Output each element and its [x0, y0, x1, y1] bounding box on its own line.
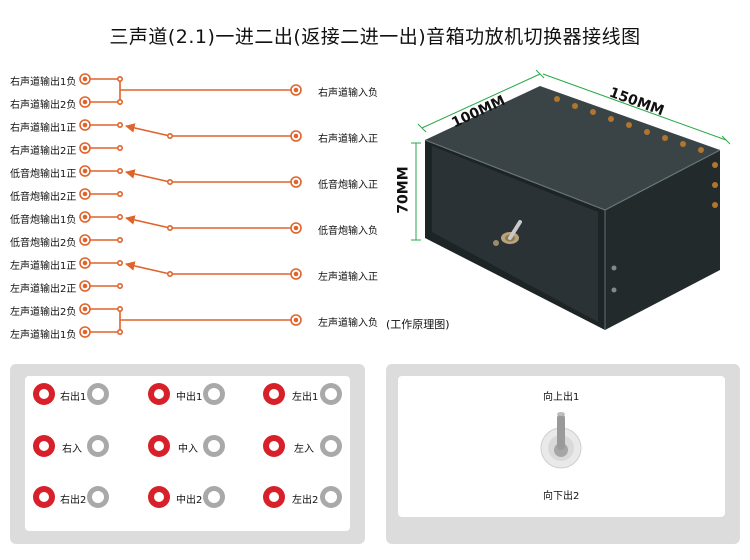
jack-label: 左入 [294, 444, 314, 455]
toggle-switch-icon [493, 220, 522, 246]
jack-panel-face [25, 376, 350, 531]
jack-label: 中出1 [176, 392, 203, 403]
wire-sub-positive [90, 168, 291, 198]
wire-right-negative [90, 76, 291, 106]
right-label: 低音炮输入正 [318, 180, 378, 191]
left-label: 右声道输出1正 [10, 123, 77, 134]
jack-label: 左出1 [292, 392, 319, 403]
right-label: 左声道输入正 [318, 272, 378, 283]
left-label: 低音炮输出2正 [10, 192, 77, 203]
jack-label: 中出2 [176, 495, 203, 506]
left-label: 低音炮输出2负 [10, 238, 77, 249]
caption: (工作原理图) [386, 318, 450, 331]
wire-right-positive [90, 122, 291, 152]
wire-left-positive [90, 259, 291, 289]
rear-terminals [554, 96, 718, 208]
left-label: 左声道输出2正 [10, 284, 77, 295]
left-label: 右声道输出2正 [10, 146, 77, 157]
left-label: 左声道输出1正 [10, 261, 77, 272]
jack-label: 中入 [178, 444, 198, 455]
switch-down-label: 向下出2 [543, 491, 580, 502]
right-label: 低音炮输入负 [318, 226, 378, 237]
jack-label: 右出2 [60, 495, 87, 506]
product-box [411, 69, 731, 330]
wire-sub-negative [90, 214, 291, 244]
right-label: 右声道输入正 [318, 134, 378, 145]
left-label: 左声道输出1负 [10, 330, 77, 341]
diagram-title: 三声道(2.1)一进二出(返接二进一出)音箱功放机切换器接线图 [109, 26, 641, 48]
jack-label: 右出1 [60, 392, 87, 403]
jack-label: 左出2 [292, 495, 319, 506]
right-label: 右声道输入负 [318, 88, 378, 99]
jack-label: 右入 [62, 444, 82, 455]
wire-left-negative [90, 305, 291, 335]
right-label: 左声道输入负 [318, 318, 378, 329]
left-label: 右声道输出1负 [10, 77, 77, 88]
left-label: 左声道输出2负 [10, 307, 77, 318]
left-label: 低音炮输出1负 [10, 215, 77, 226]
left-label: 右声道输出2负 [10, 100, 77, 111]
switch-up-label: 向上出1 [543, 392, 580, 403]
left-label: 低音炮输出1正 [10, 169, 77, 180]
